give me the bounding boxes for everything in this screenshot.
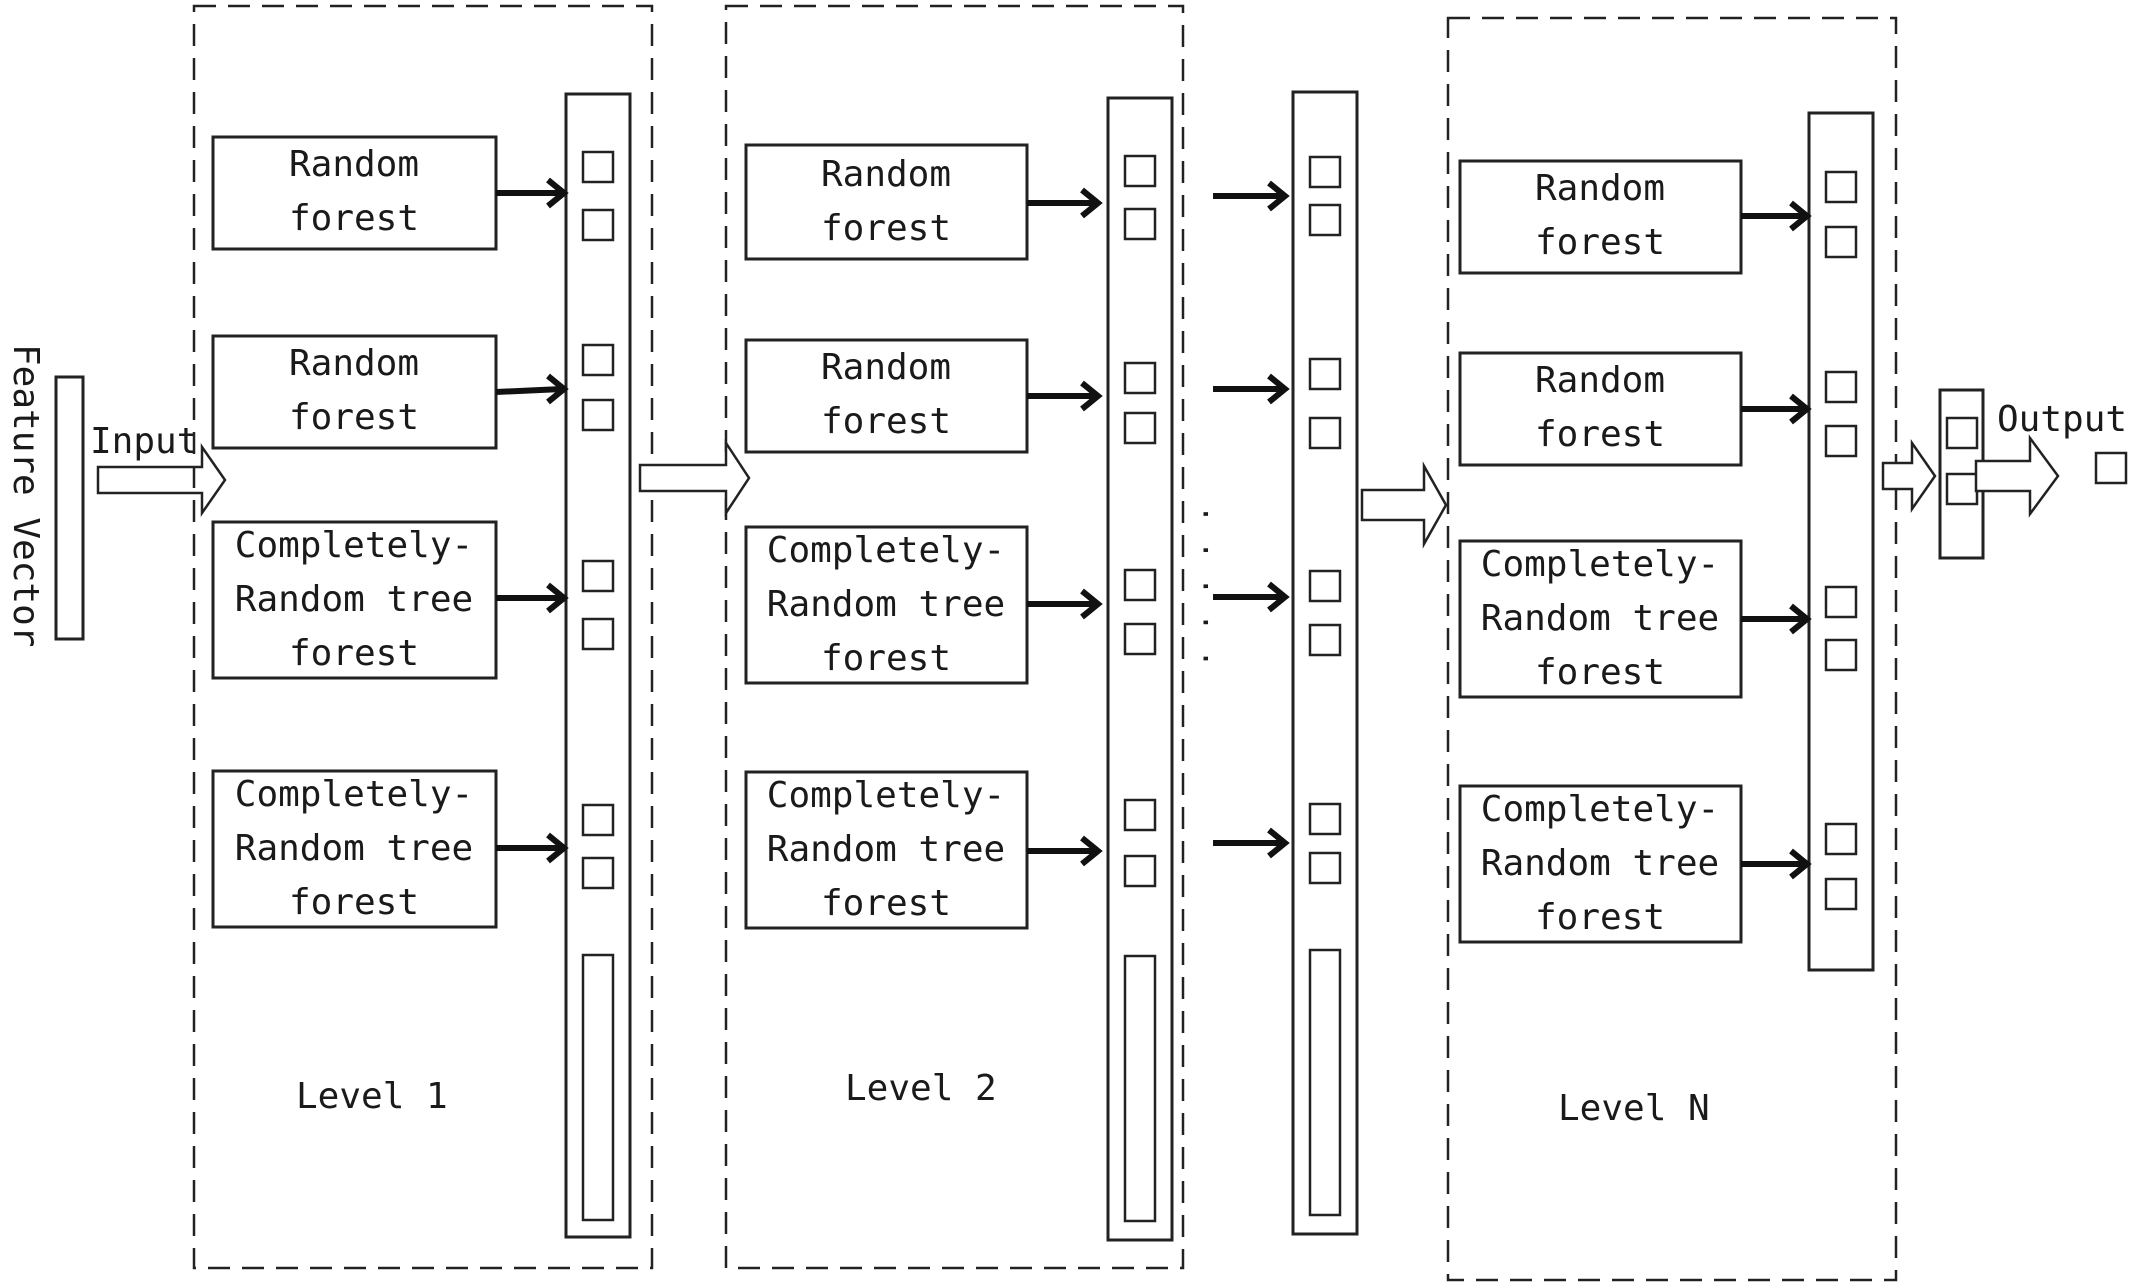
svg-text:Random: Random <box>821 347 951 388</box>
level-1-forest-2: Random forest <box>211 334 498 450</box>
level-n-forest-3: Completely- Random tree forest <box>1458 539 1743 699</box>
ellipsis: · · · · · <box>1187 505 1222 668</box>
svg-text:Completely-: Completely- <box>767 775 1005 816</box>
svg-text:forest: forest <box>289 882 419 923</box>
svg-text:Completely-: Completely- <box>235 774 473 815</box>
svg-text:forest: forest <box>1535 652 1665 693</box>
svg-text:Completely-: Completely- <box>1481 789 1719 830</box>
level-2-concat-column <box>1106 96 1174 1242</box>
svg-text:Random: Random <box>821 154 951 195</box>
level-n-frame <box>1446 16 1898 1282</box>
svg-text:forest: forest <box>821 208 951 249</box>
svg-text:forest: forest <box>289 633 419 674</box>
level-1-concat-column <box>564 92 632 1239</box>
level-2-forest-1: Random forest <box>744 143 1029 261</box>
level-n-forest-1: Random forest <box>1458 159 1743 275</box>
level-n-forest-2: Random forest <box>1458 351 1743 467</box>
input-label: Input <box>90 421 198 462</box>
output-label: Output <box>1997 399 2127 440</box>
input-hollow-arrow <box>96 443 227 517</box>
level-n-forest-4: Completely- Random tree forest <box>1458 784 1743 944</box>
to-level-n-hollow-arrow <box>1360 461 1448 549</box>
level-n-label: Level N <box>1558 1088 1710 1129</box>
output-square <box>2094 451 2128 485</box>
to-output-hollow-arrow <box>1881 439 1937 513</box>
level-2-arrows <box>1027 187 1103 867</box>
level-1-forest-3: Completely- Random tree forest <box>211 520 498 680</box>
level-2-forest-3: Completely- Random tree forest <box>744 525 1029 685</box>
svg-text:forest: forest <box>821 638 951 679</box>
level-n-concat-column <box>1807 111 1875 972</box>
level-1-forest-4: Completely- Random tree forest <box>211 769 498 929</box>
svg-text:Random: Random <box>289 144 419 185</box>
svg-text:forest: forest <box>289 397 419 438</box>
svg-text:Random tree: Random tree <box>235 828 473 869</box>
svg-text:Random: Random <box>289 343 419 384</box>
svg-text:Random tree: Random tree <box>235 579 473 620</box>
svg-text:Random tree: Random tree <box>1481 598 1719 639</box>
level-2-frame <box>724 4 1185 1270</box>
output-hollow-arrow <box>1974 434 2060 518</box>
svg-text:Random tree: Random tree <box>767 829 1005 870</box>
svg-text:Completely-: Completely- <box>767 530 1005 571</box>
level-n-arrows <box>1741 200 1812 880</box>
svg-text:forest: forest <box>821 401 951 442</box>
level-1-to-2-hollow-arrow <box>638 438 751 518</box>
svg-text:Completely-: Completely- <box>235 525 473 566</box>
level-1-forest-1: Random forest <box>211 135 498 251</box>
feature-vector-bar <box>54 375 85 641</box>
intermediate-arrows <box>1213 180 1290 859</box>
level-2-label: Level 2 <box>845 1068 997 1109</box>
level-1-frame <box>192 4 654 1270</box>
level-1-arrows <box>495 177 569 864</box>
svg-text:Random tree: Random tree <box>767 584 1005 625</box>
svg-text:forest: forest <box>821 883 951 924</box>
svg-text:forest: forest <box>1535 222 1665 263</box>
svg-text:forest: forest <box>1535 414 1665 455</box>
svg-text:forest: forest <box>289 198 419 239</box>
level-1-label: Level 1 <box>296 1076 448 1117</box>
level-2-forest-4: Completely- Random tree forest <box>744 770 1029 930</box>
svg-text:Random: Random <box>1535 360 1665 401</box>
svg-text:forest: forest <box>1535 897 1665 938</box>
intermediate-concat-column <box>1291 90 1359 1236</box>
svg-text:Completely-: Completely- <box>1481 544 1719 585</box>
feature-vector-label: Feature Vector <box>5 344 46 647</box>
svg-text:Random: Random <box>1535 168 1665 209</box>
level-2-forest-2: Random forest <box>744 338 1029 454</box>
svg-text:Random tree: Random tree <box>1481 843 1719 884</box>
